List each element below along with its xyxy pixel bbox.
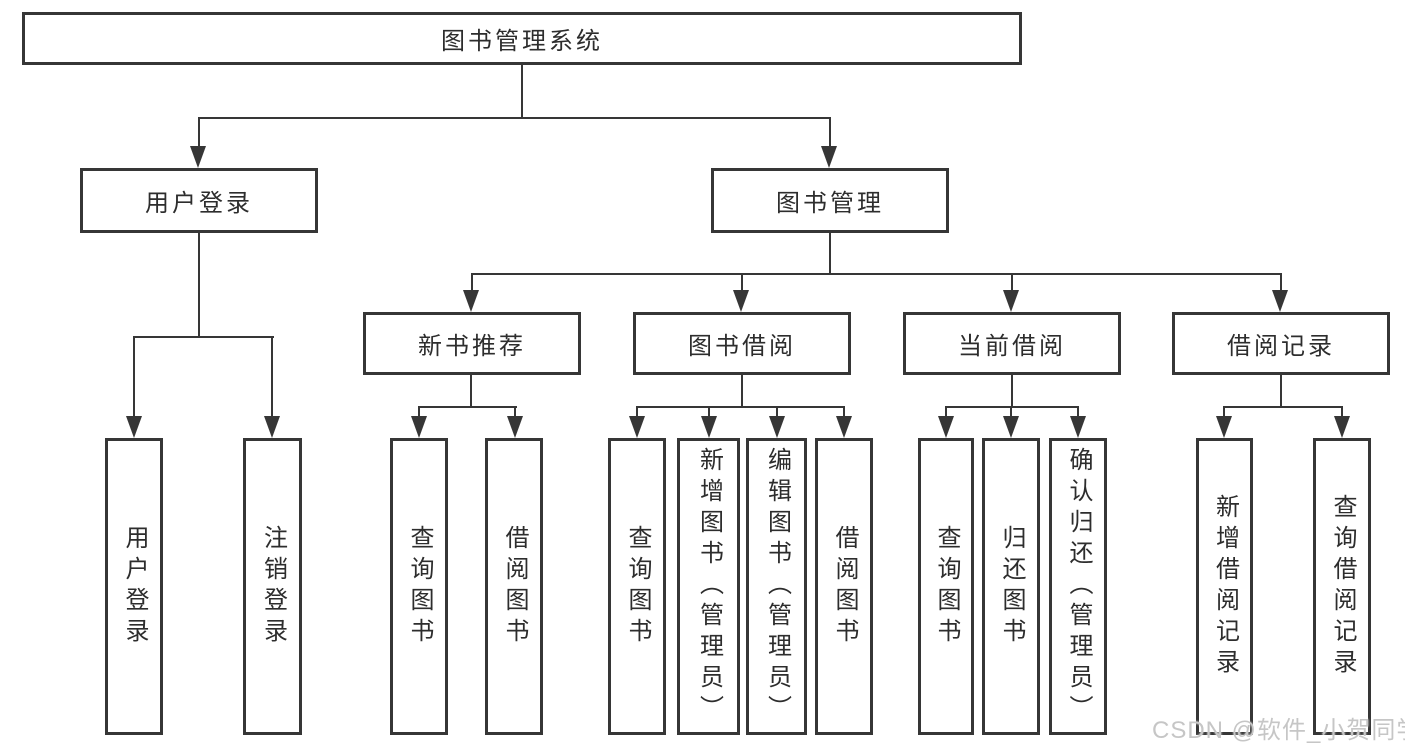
node-query-books-2: 查询图书 (608, 438, 666, 735)
connector-line (418, 406, 517, 408)
node-label: 查询图书 (624, 524, 651, 649)
node-user-login: 用户登录 (80, 168, 318, 233)
node-query-books-1: 查询图书 (390, 438, 448, 735)
node-query-borrow-record: 查询借阅记录 (1313, 438, 1371, 735)
connector-line (1341, 406, 1343, 420)
node-borrow-books-1: 借阅图书 (485, 438, 543, 735)
node-label: 注销登录 (259, 524, 287, 649)
node-label: 图书管理系统 (441, 28, 603, 55)
node-label: 新增图书（管理员） (695, 447, 723, 726)
node-user-login-leaf: 用户登录 (105, 438, 163, 735)
connector-line (198, 233, 200, 338)
arrow-down-icon (701, 416, 717, 438)
connector-line (521, 65, 523, 118)
connector-line (843, 406, 845, 420)
arrow-down-icon (733, 290, 749, 312)
node-new-book-recommend: 新书推荐 (363, 312, 581, 375)
node-add-borrow-record: 新增借阅记录 (1196, 438, 1253, 735)
node-query-books-3: 查询图书 (918, 438, 974, 735)
node-label: 编辑图书（管理员） (763, 447, 791, 726)
arrow-down-icon (836, 416, 852, 438)
arrow-down-icon (126, 416, 142, 438)
connector-line (1280, 375, 1282, 408)
connector-line (1280, 273, 1282, 294)
connector-line (471, 273, 1282, 275)
node-return-books: 归还图书 (982, 438, 1040, 735)
connector-line (1011, 273, 1013, 294)
arrow-down-icon (1216, 416, 1232, 438)
csdn-watermark: CSDN @软件_小贺同学 (1152, 717, 1405, 744)
arrow-down-icon (463, 290, 479, 312)
node-borrow-books-2: 借阅图书 (815, 438, 873, 735)
connector-line (1010, 406, 1012, 420)
node-label: 用户登录 (121, 524, 148, 649)
node-confirm-return-admin: 确认归还（管理员） (1049, 438, 1107, 735)
node-book-borrow: 图书借阅 (633, 312, 851, 375)
connector-line (776, 406, 778, 420)
arrow-down-icon (821, 146, 837, 168)
node-label: 借阅记录 (1227, 333, 1335, 360)
node-label: 借阅图书 (831, 524, 858, 649)
connector-line (829, 117, 831, 148)
connector-line (514, 406, 516, 420)
connector-line (829, 233, 831, 275)
node-label: 查询图书 (406, 524, 433, 649)
node-label: 新书推荐 (418, 333, 526, 360)
connector-line (1223, 406, 1343, 408)
node-label: 图书管理 (776, 190, 884, 217)
node-label: 归还图书 (998, 524, 1025, 649)
arrow-down-icon (1003, 416, 1019, 438)
arrow-down-icon (1334, 416, 1350, 438)
connector-line (708, 406, 710, 420)
arrow-down-icon (264, 416, 280, 438)
arrow-down-icon (629, 416, 645, 438)
connector-line (945, 406, 1079, 408)
arrow-down-icon (938, 416, 954, 438)
connector-line (133, 336, 135, 420)
connector-line (470, 375, 472, 408)
connector-line (198, 117, 831, 119)
node-current-borrow: 当前借阅 (903, 312, 1121, 375)
arrow-down-icon (1272, 290, 1288, 312)
node-label: 查询图书 (933, 524, 960, 649)
node-label: 用户登录 (145, 190, 253, 217)
arrow-down-icon (1003, 290, 1019, 312)
connector-line (1011, 375, 1013, 408)
connector-line (271, 336, 273, 420)
node-label: 确认归还（管理员） (1065, 447, 1092, 726)
connector-line (133, 336, 274, 338)
connector-line (636, 406, 638, 420)
node-label: 图书借阅 (688, 333, 796, 360)
node-label: 新增借阅记录 (1211, 493, 1239, 680)
arrow-down-icon (507, 416, 523, 438)
node-add-books-admin: 新增图书（管理员） (677, 438, 740, 735)
node-label: 当前借阅 (958, 333, 1066, 360)
connector-line (741, 375, 743, 408)
node-label: 查询借阅记录 (1329, 493, 1356, 680)
node-book-management: 图书管理 (711, 168, 949, 233)
connector-line (1223, 406, 1225, 420)
connector-line (741, 273, 743, 294)
connector-line (1077, 406, 1079, 420)
node-borrow-record: 借阅记录 (1172, 312, 1390, 375)
connector-line (636, 406, 845, 408)
arrow-down-icon (190, 146, 206, 168)
node-edit-books-admin: 编辑图书（管理员） (746, 438, 807, 735)
connector-line (471, 273, 473, 294)
connector-line (198, 117, 200, 148)
arrow-down-icon (1070, 416, 1086, 438)
arrow-down-icon (411, 416, 427, 438)
connector-line (418, 406, 420, 420)
arrow-down-icon (769, 416, 785, 438)
node-library-management-system: 图书管理系统 (22, 12, 1022, 65)
node-label: 借阅图书 (501, 524, 528, 649)
connector-line (945, 406, 947, 420)
node-logout: 注销登录 (243, 438, 302, 735)
